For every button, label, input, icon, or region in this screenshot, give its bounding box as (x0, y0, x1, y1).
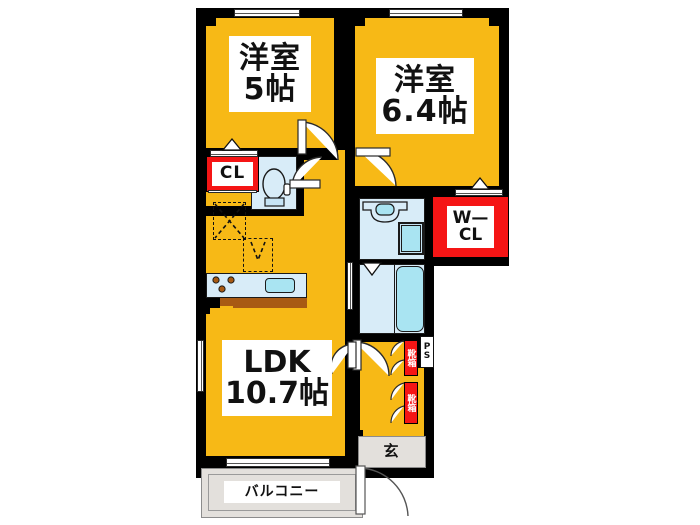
wall-bath-right (424, 196, 434, 342)
wall-washbasin-divider (353, 258, 425, 265)
wall-genkan-top (353, 332, 425, 342)
label-washitsu-left-line2: 5帖 (243, 72, 297, 107)
window-direction-triangle-washroom (361, 262, 383, 277)
exterior-void-left (0, 0, 196, 525)
exterior-void-right-mid (434, 266, 509, 525)
shoe-box-upper-label: 靴箱 (405, 349, 416, 367)
label-ldk-line1: LDK (243, 344, 311, 380)
door-ldk-hall[interactable] (330, 341, 357, 378)
window-corridor-bath[interactable] (347, 262, 353, 310)
label-washitsu-right-line2: 6.4帖 (381, 94, 469, 129)
window-bedroom-left-top[interactable] (234, 9, 300, 17)
pipe-space-box (420, 336, 434, 368)
exterior-void-upper-right (509, 0, 700, 525)
window-bedroom-right-top[interactable] (389, 9, 463, 17)
label-washitsu-right: 洋室 6.4帖 (376, 58, 474, 134)
ps-line1: P (423, 342, 431, 352)
wall-wcl-bottom (424, 256, 509, 266)
door-bedroom-right[interactable] (355, 147, 400, 190)
shoe-box-upper-doors[interactable] (390, 340, 406, 376)
wall-toilet-bottom (206, 206, 304, 216)
balcony-label: バルコニー (224, 481, 340, 503)
wcl-line1: W— (452, 208, 489, 228)
wall-genkan-right (424, 332, 434, 442)
shoe-box-lower (404, 382, 418, 424)
bathroom-floor-drain (359, 264, 395, 334)
shoe-box-lower-doors[interactable] (390, 382, 406, 424)
genkan-tile (358, 436, 426, 468)
room-fill-washitsu-right-notch (365, 18, 489, 32)
window-ldk-balcony-sliding[interactable] (226, 458, 330, 467)
shoe-box-lower-label: 靴箱 (405, 394, 416, 412)
door-entrance[interactable] (355, 465, 412, 522)
washing-machine-space (243, 238, 273, 272)
washing-machine-pan-inner (401, 225, 421, 252)
door-toilet[interactable] (289, 154, 324, 190)
label-washitsu-left-line1: 洋室 (239, 40, 301, 76)
refrigerator-space (213, 202, 246, 240)
window-direction-triangle-wcl (469, 176, 491, 190)
label-ldk: LDK 10.7帖 (222, 340, 332, 416)
door-washroom[interactable] (352, 339, 391, 378)
room-fill-washitsu-left-notch (216, 18, 334, 32)
washbasin-icon (362, 201, 408, 223)
closet-cl-door-line[interactable] (208, 190, 257, 193)
wall-between-bedrooms (338, 8, 352, 148)
door-bedroom-left[interactable] (297, 119, 340, 164)
exterior-void-top (196, 0, 509, 8)
window-direction-triangle-cl (221, 137, 243, 151)
wall-bath-left (353, 196, 361, 342)
closet-walk-in-label: W— CL (447, 206, 494, 248)
window-ldk-west[interactable] (197, 340, 204, 392)
gas-stove-icon (212, 276, 235, 293)
shoe-box-upper (404, 340, 418, 376)
genkan-label: 玄 (383, 442, 399, 461)
window-wcl-exterior[interactable] (455, 189, 503, 196)
washing-machine-space-mark (250, 241, 266, 263)
closet-cl-label: CL (212, 162, 253, 186)
wall-wcl-left (424, 196, 432, 266)
label-washitsu-right-line1: 洋室 (394, 62, 456, 98)
window-cl-exterior[interactable] (210, 150, 258, 157)
label-ldk-line2: 10.7帖 (224, 376, 330, 411)
kitchen-sink-icon (265, 278, 295, 293)
bathtub-icon (396, 266, 424, 332)
ps-line2: S (423, 351, 431, 361)
toilet-icon (262, 168, 291, 207)
wcl-line2: CL (458, 225, 483, 245)
refrigerator-space-cross (214, 203, 245, 239)
label-washitsu-left: 洋室 5帖 (229, 36, 311, 112)
kitchen-base-cabinet-2 (220, 298, 234, 306)
kitchen-base-cabinet (233, 298, 307, 308)
pipe-space-label: P S (420, 338, 434, 366)
